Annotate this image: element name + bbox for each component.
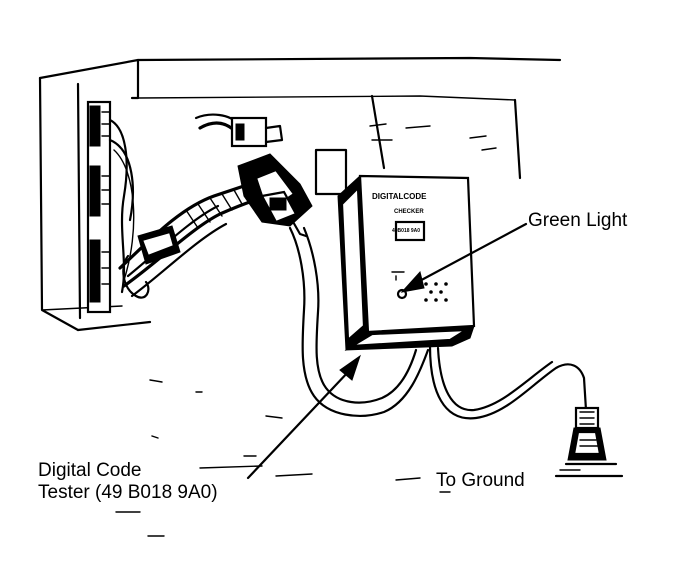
green-light-label: Green Light — [528, 210, 628, 231]
ground-lead — [428, 344, 624, 478]
tester-face-line2: CHECKER — [394, 209, 424, 215]
leader-tester — [246, 354, 361, 480]
tester-face-title: DIGITALCODE — [372, 192, 427, 201]
tester-label-line2: Tester (49 B018 9A0) — [38, 482, 218, 503]
speaker-grille — [424, 282, 448, 302]
diagnosis-connector-block — [86, 100, 135, 314]
leader-green-light — [400, 222, 528, 293]
test-connector-plug — [237, 153, 313, 238]
upper-connector — [194, 113, 284, 148]
tester-face-line3: 49B018 9A0 — [392, 228, 420, 234]
vehicle-panel — [38, 56, 581, 537]
tester-label-line1: Digital Code — [38, 460, 142, 481]
digital-code-tester: DIGITALCODE CHECKER 49B018 9A0 — [337, 174, 476, 352]
wire-harness — [118, 180, 264, 299]
to-ground-label: To Ground — [436, 470, 525, 491]
